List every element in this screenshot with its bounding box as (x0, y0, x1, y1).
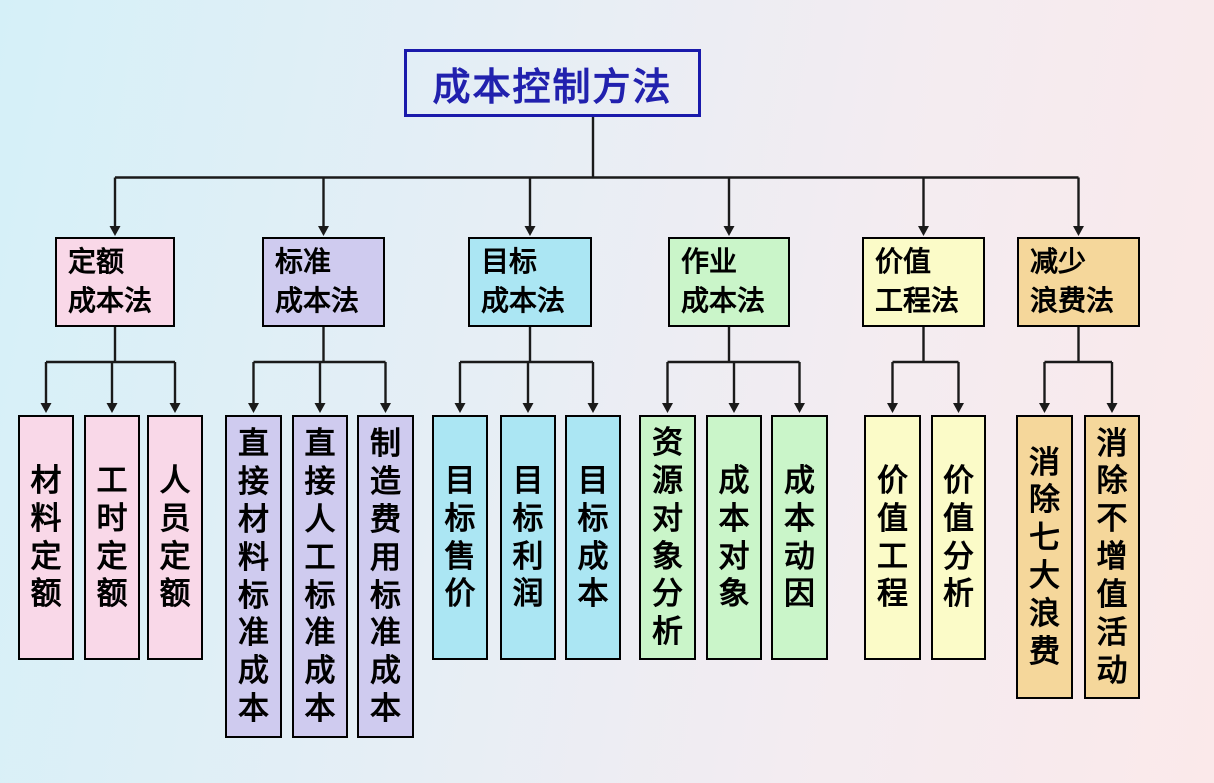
node-cost-driver: 成本动因 (771, 415, 828, 660)
node-label: 标准 成本法 (275, 246, 360, 316)
node-label: 直接人工标准成本 (304, 426, 336, 726)
node-cost-object: 成本对象 (706, 415, 762, 660)
node-value-engineering-method: 价值 工程法 (862, 237, 985, 327)
node-label: 材料定额 (30, 462, 62, 612)
node-direct-material-standard-cost: 直接材料标准成本 (225, 415, 282, 738)
node-target-cost-method: 目标 成本法 (468, 237, 592, 327)
node-label: 消除七大浪费 (1028, 444, 1060, 669)
node-quota-cost-method: 定额 成本法 (55, 237, 175, 327)
node-value-analysis: 价值分析 (931, 415, 986, 660)
node-waste-reduction-method: 减少 浪费法 (1017, 237, 1140, 327)
node-label: 目标售价 (444, 462, 476, 612)
node-label: 成本对象 (718, 462, 750, 612)
node-personnel-quota: 人员定额 (147, 415, 203, 660)
node-label: 目标成本 (577, 462, 609, 612)
node-label: 减少 浪费法 (1030, 246, 1115, 316)
node-label: 制造费用标准成本 (369, 426, 401, 726)
node-label: 资源对象分析 (651, 425, 683, 650)
node-target-price: 目标售价 (432, 415, 488, 660)
root-node: 成本控制方法 (404, 49, 701, 117)
node-label: 工时定额 (96, 462, 128, 612)
node-label: 价值工程 (876, 462, 908, 612)
root-node-label: 成本控制方法 (432, 66, 673, 109)
node-target-profit: 目标利润 (500, 415, 556, 660)
node-label: 目标 成本法 (481, 246, 566, 316)
node-target-cost: 目标成本 (565, 415, 621, 660)
node-label: 目标利润 (512, 462, 544, 612)
node-standard-cost-method: 标准 成本法 (262, 237, 385, 327)
node-label: 价值 工程法 (875, 246, 960, 316)
node-material-quota: 材料定额 (18, 415, 74, 660)
node-workhour-quota: 工时定额 (84, 415, 140, 660)
node-label: 价值分析 (942, 462, 974, 612)
node-label: 定额 成本法 (68, 246, 153, 316)
node-direct-labor-standard-cost: 直接人工标准成本 (292, 415, 348, 738)
node-manufacturing-overhead-standard-cost: 制造费用标准成本 (357, 415, 414, 738)
node-label: 消除不增值活动 (1096, 425, 1128, 688)
node-eliminate-non-value-added: 消除不增值活动 (1084, 415, 1140, 699)
node-label: 直接材料标准成本 (237, 426, 269, 726)
node-value-engineering: 价值工程 (864, 415, 921, 660)
node-activity-cost-method: 作业 成本法 (668, 237, 790, 327)
node-label: 成本动因 (783, 462, 815, 612)
node-label: 人员定额 (159, 462, 191, 612)
node-label: 作业 成本法 (681, 246, 766, 316)
node-eliminate-seven-wastes: 消除七大浪费 (1016, 415, 1073, 699)
node-resource-object-analysis: 资源对象分析 (639, 415, 696, 660)
